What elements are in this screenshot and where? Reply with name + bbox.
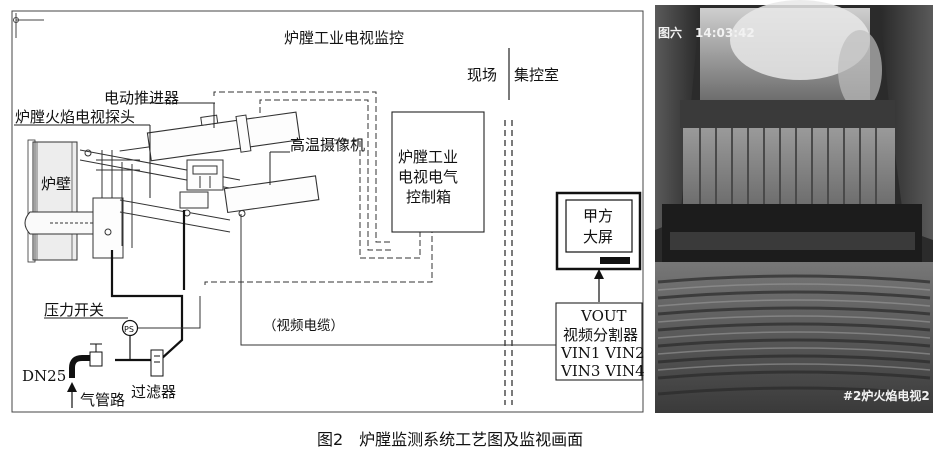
junction-box (179, 159, 224, 217)
electric-actuator (119, 111, 301, 162)
splitter-line-3: VIN1 VIN2 (560, 344, 645, 362)
crop-mark (13, 13, 44, 38)
dn25-pipe (69, 355, 90, 378)
pressure-switch-gauge (121, 319, 139, 337)
filter (150, 349, 164, 377)
video-cable (240, 214, 556, 346)
label-camera: 高温摄像机 (290, 136, 365, 154)
control-box (391, 111, 485, 233)
screen-line-1: 甲方 (583, 207, 613, 225)
air-inlet-arrowhead (67, 382, 77, 392)
control-cables (204, 91, 433, 285)
valve (89, 343, 103, 367)
label-pressure-switch: 压力开关 (44, 301, 104, 319)
probe-tube (24, 211, 105, 235)
screen-feed-arrow (594, 269, 604, 279)
diagram-title: 炉膛工业电视监控 (284, 29, 404, 47)
splitter-line-2: 视频分割器 (563, 326, 638, 344)
furnace-wall (27, 139, 78, 263)
high-temp-camera (223, 175, 320, 217)
screen-line-2: 大屏 (583, 228, 613, 246)
splitter-line-1: VOUT (580, 307, 627, 325)
label-dn25: DN25 (22, 367, 66, 385)
big-screen-monitor (555, 191, 642, 271)
diagram-frame (11, 10, 644, 413)
process-diagram: 炉膛工业电视监控 现场 集控室 炉壁 (11, 10, 645, 413)
label-air-pipe: 气管路 (80, 391, 125, 409)
label-control-room: 集控室 (514, 66, 559, 84)
splitter-line-4: VIN3 VIN4 (560, 362, 645, 380)
label-probe: 炉膛火焰电视探头 (15, 108, 135, 126)
label-filter: 过滤器 (131, 383, 176, 401)
control-box-line-1: 炉膛工业 (398, 148, 458, 166)
support-frame (79, 149, 241, 259)
label-site: 现场 (467, 66, 497, 84)
label-actuator: 电动推进器 (104, 89, 179, 107)
photo-time-overlay: 14:03:42 (695, 26, 755, 40)
label-wall: 炉壁 (41, 175, 71, 193)
control-box-line-3: 控制箱 (406, 188, 451, 206)
control-box-line-2: 电视电气 (398, 168, 458, 186)
photo-caption-overlay: #2炉火焰电视2 (843, 388, 930, 403)
photo-corner-mark: 图六 (658, 25, 682, 40)
monitor-photo: 图六 14:03:42 #2炉火焰电视2 (655, 0, 933, 413)
figure-caption: 图2 炉膛监测系统工艺图及监视画面 (317, 430, 583, 449)
pressure-line (136, 296, 201, 329)
pressure-switch-text: PS (124, 325, 134, 334)
label-video-cable: （视频电缆） (263, 318, 344, 334)
video-splitter (555, 302, 643, 381)
